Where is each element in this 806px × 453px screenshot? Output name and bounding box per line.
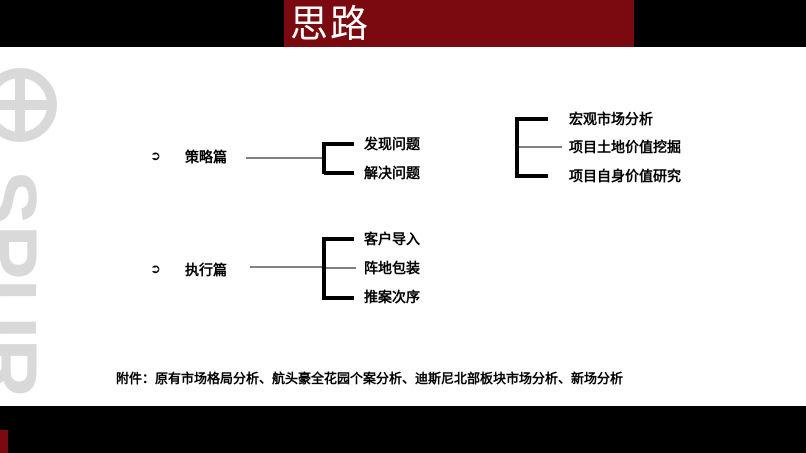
item-launch-sequence: 推案次序 bbox=[364, 290, 420, 306]
title-banner bbox=[284, 0, 634, 47]
arrow-bullet-icon: ➲ bbox=[150, 262, 161, 277]
strategy-label: 策略篇 bbox=[185, 150, 227, 166]
watermark-logo: SPUR bbox=[0, 60, 70, 400]
item-site-packaging: 阵地包装 bbox=[364, 261, 420, 277]
item-solve-problem: 解决问题 bbox=[364, 166, 420, 182]
execution-label: 执行篇 bbox=[185, 263, 227, 279]
sub-item-land-value: 项目土地价值挖掘 bbox=[569, 140, 681, 156]
item-customer-import: 客户导入 bbox=[364, 232, 420, 248]
item-discover-problem: 发现问题 bbox=[364, 137, 420, 153]
page-title: 思路 bbox=[290, 2, 371, 46]
bottom-bar bbox=[0, 406, 806, 453]
sub-item-macro-market: 宏观市场分析 bbox=[569, 112, 653, 128]
watermark-text: SPUR bbox=[0, 170, 53, 398]
sub-item-project-value: 项目自身价值研究 bbox=[569, 169, 681, 185]
arrow-bullet-icon: ➲ bbox=[150, 149, 161, 164]
appendix-note: 附件：原有市场格局分析、航头豪全花园个案分析、迪斯尼北部板块市场分析、新场分析 bbox=[116, 372, 624, 387]
bottom-accent bbox=[0, 430, 8, 453]
